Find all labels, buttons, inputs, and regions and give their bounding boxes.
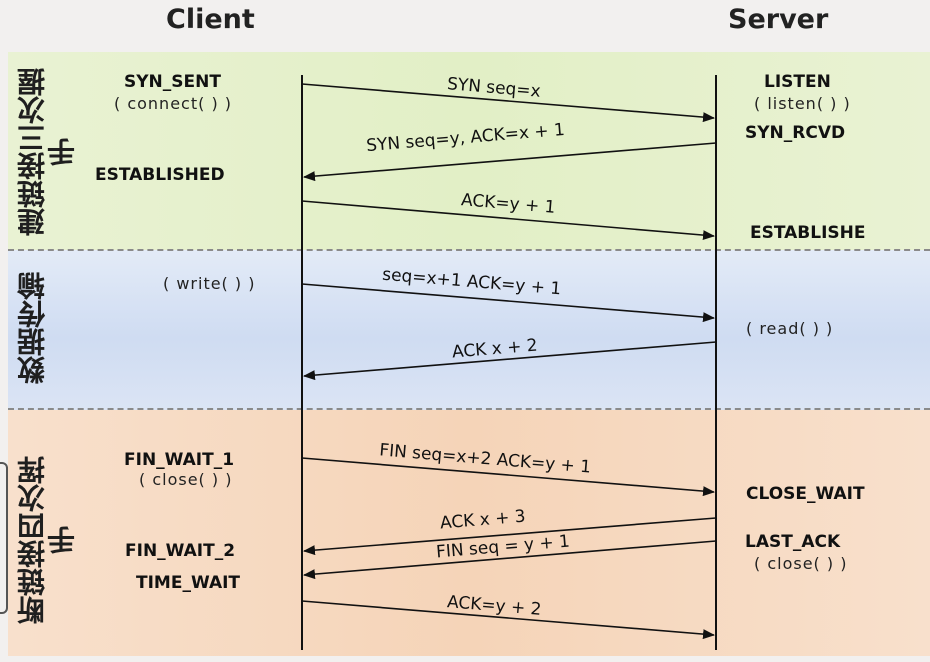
arrow-last-ack bbox=[301, 600, 715, 640]
arrow-fin-client bbox=[301, 457, 715, 497]
arrow-syn-ack bbox=[303, 142, 717, 182]
handshake-band bbox=[8, 52, 930, 250]
transfer-band bbox=[8, 250, 930, 410]
server-state-listen: LISTEN bbox=[764, 72, 831, 92]
server-call-listen: ( listen( ) ) bbox=[754, 94, 851, 113]
server-state-close-wait: CLOSE_WAIT bbox=[746, 484, 865, 504]
client-state-established: ESTABLISHED bbox=[95, 165, 225, 185]
client-state-fin-wait-1: FIN_WAIT_1 bbox=[124, 450, 235, 470]
client-state-syn-sent: SYN_SENT bbox=[124, 72, 221, 92]
phase-separator bbox=[8, 408, 930, 410]
server-call-close: ( close( ) ) bbox=[754, 554, 848, 573]
arrow-ack-fin bbox=[303, 517, 717, 556]
server-call-read: ( read( ) ) bbox=[746, 319, 834, 338]
arrow-fin-server bbox=[303, 540, 717, 580]
client-call-connect: ( connect( ) ) bbox=[114, 94, 233, 113]
client-state-fin-wait-2: FIN_WAIT_2 bbox=[125, 541, 236, 561]
client-header: Client bbox=[166, 4, 255, 35]
server-state-established: ESTABLISHE bbox=[750, 223, 866, 243]
server-state-last-ack: LAST_ACK bbox=[745, 532, 841, 552]
server-header: Server bbox=[728, 4, 829, 35]
phase-separator bbox=[8, 249, 930, 251]
client-call-write: ( write( ) ) bbox=[163, 274, 256, 293]
arrow-data-ack bbox=[303, 341, 717, 381]
arrow-data bbox=[301, 283, 715, 323]
client-call-close: ( close( ) ) bbox=[139, 470, 233, 489]
client-state-time-wait: TIME_WAIT bbox=[136, 573, 241, 593]
arrow-ack bbox=[301, 200, 715, 241]
server-state-syn-rcvd: SYN_RCVD bbox=[745, 123, 846, 143]
arrow-syn bbox=[301, 83, 715, 123]
side-tab-handle bbox=[0, 462, 8, 614]
